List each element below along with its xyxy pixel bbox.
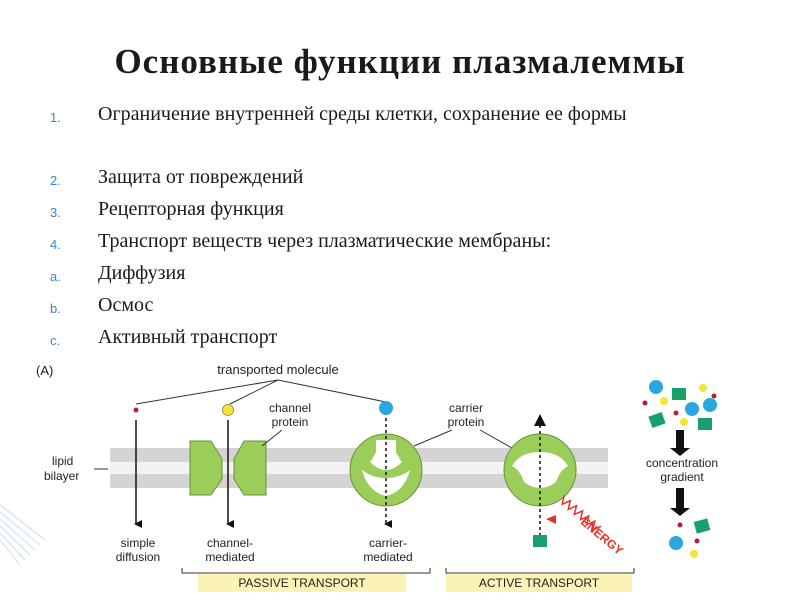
simple-diffusion-label-line2: diffusion <box>116 550 160 564</box>
molecules-low-concentration <box>669 518 711 558</box>
carrier-mediated-label-line1: carrier- <box>369 536 407 550</box>
channel-mediated-label-line2: mediated <box>205 550 254 564</box>
active-transport-label: ACTIVE TRANSPORT <box>479 576 600 590</box>
passive-bracket <box>181 568 431 574</box>
list-marker: b. <box>50 301 61 316</box>
active-bracket <box>445 568 635 574</box>
list-item-text: Осмос <box>98 294 154 316</box>
concentration-gradient-label-line2: gradient <box>660 470 704 484</box>
blue-molecule <box>379 401 393 415</box>
gradient-arrow <box>670 430 690 456</box>
molecules-high-concentration <box>642 380 717 430</box>
concentration-gradient-label-line1: concentration <box>646 456 718 470</box>
active-transport-box <box>446 574 632 592</box>
channel-protein-label-line1: channel <box>269 401 311 415</box>
energy-label: ENERGY <box>578 515 626 558</box>
decorative-corner-lines <box>0 504 46 566</box>
channel-mediated-label-line1: channel- <box>207 536 253 550</box>
panel-label: (A) <box>36 363 53 378</box>
list-item-text: Рецепторная функция <box>98 198 284 220</box>
transported-molecule-leaders <box>135 379 387 405</box>
channel-protein-shape <box>189 440 267 496</box>
passive-transport-label: PASSIVE TRANSPORT <box>238 576 366 590</box>
channel-protein-label-line2: protein <box>272 415 309 429</box>
passive-transport-box <box>198 574 406 592</box>
carrier-protein-label-line1: carrier <box>449 401 483 415</box>
lipid-bilayer-label-line2: bilayer <box>44 469 79 483</box>
transported-molecule-label: transported molecule <box>217 362 338 377</box>
carrier-protein-passive-shape <box>349 433 423 507</box>
list-marker: a. <box>50 269 61 284</box>
list-item-text: Активный транспорт <box>98 326 278 348</box>
carrier-mediated-label-line2: mediated <box>363 550 412 564</box>
yellow-molecule <box>222 404 234 416</box>
list-marker: c. <box>50 333 61 348</box>
carrier-protein-label-line2: protein <box>448 415 485 429</box>
list-item-text: Защита от повреждений <box>98 166 304 188</box>
slide-title: Основные функции плазмалеммы <box>114 42 686 81</box>
list-marker: 4. <box>50 237 61 252</box>
gradient-arrow-lower <box>670 488 690 516</box>
functions-list: 1. Ограничение внутренней среды клетки, … <box>50 103 627 348</box>
energy-arrowhead <box>546 515 556 524</box>
carrier-protein-leaders <box>413 429 513 449</box>
energy-zigzag <box>561 495 602 532</box>
list-item-text: Ограничение внутренней среды клетки, сох… <box>98 103 627 125</box>
active-transport-arrowhead <box>534 414 546 426</box>
simple-diffusion-label-line1: simple <box>121 536 156 550</box>
green-molecule <box>533 535 547 547</box>
red-molecule <box>133 407 139 413</box>
list-marker: 2. <box>50 173 61 188</box>
list-item-text: Транспорт веществ через плазматические м… <box>98 230 552 252</box>
list-marker: 3. <box>50 205 61 220</box>
list-marker: 1. <box>50 110 61 125</box>
list-item-text: Диффузия <box>98 262 186 284</box>
lipid-bilayer-label-line1: lipid <box>52 454 73 468</box>
